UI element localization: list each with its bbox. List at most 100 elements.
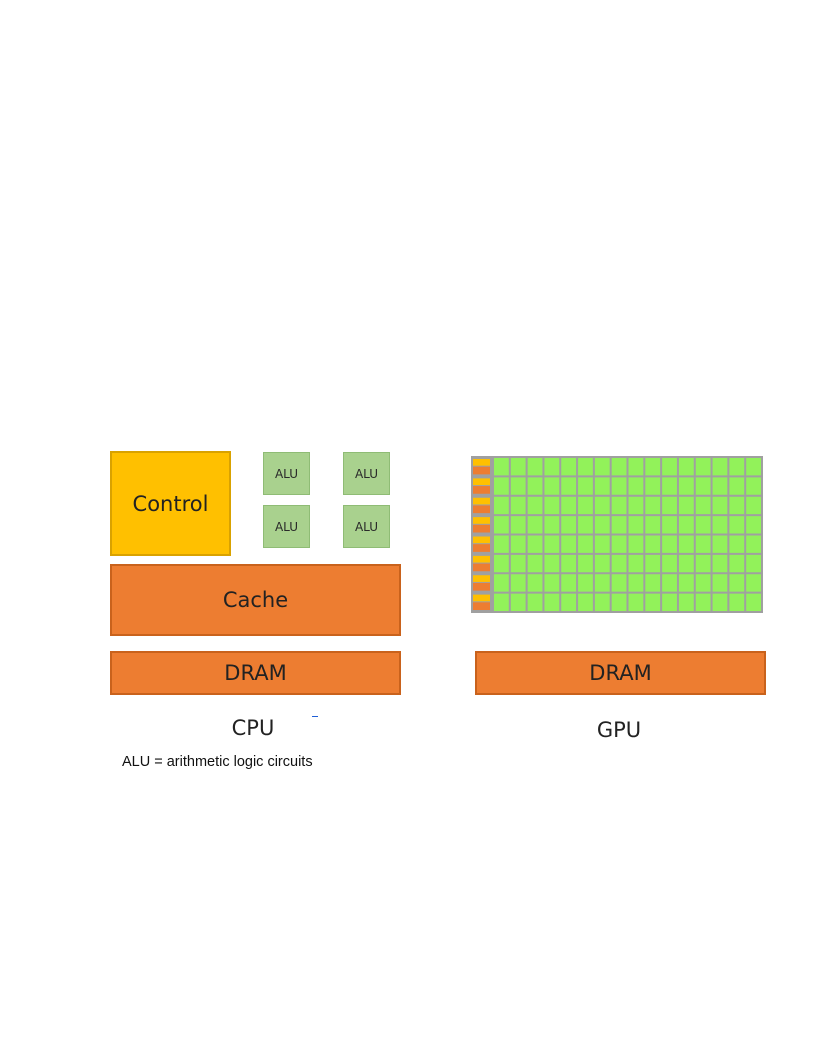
gpu-core-cell	[494, 554, 509, 573]
gpu-core-cell	[746, 554, 761, 573]
gpu-core-cell	[578, 554, 593, 573]
gpu-core-cell	[662, 535, 677, 553]
gpu-core-cell	[645, 593, 661, 612]
gpu-core-cell	[628, 458, 644, 476]
gpu-core-cell	[662, 574, 677, 592]
gpu-core-cell	[544, 496, 560, 515]
gpu-core-cell	[695, 593, 711, 612]
gpu-core-cell	[645, 458, 661, 476]
gpu-control-unit	[473, 497, 490, 505]
gpu-core-cell	[695, 496, 711, 515]
gpu-core-cell	[527, 593, 543, 612]
gpu-core-cell	[527, 458, 543, 476]
gpu-core-cell	[662, 554, 677, 573]
gpu-core-cell	[578, 477, 593, 495]
gpu-core-cell	[678, 535, 694, 553]
gpu-core-cell	[662, 593, 677, 612]
gpu-core-cell	[746, 535, 761, 553]
gpu-core-cell	[578, 535, 593, 553]
gpu-core-cell	[645, 535, 661, 553]
gpu-core-cell	[645, 477, 661, 495]
gpu-core-grid	[471, 456, 763, 613]
gpu-core-cell	[695, 477, 711, 495]
gpu-core-cell	[611, 535, 627, 553]
gpu-core-cell	[578, 496, 593, 515]
gpu-core-cell	[544, 516, 560, 534]
gpu-core-cell	[662, 477, 677, 495]
gpu-core-cell	[662, 458, 677, 476]
gpu-core-cell	[561, 477, 577, 495]
gpu-core-cell	[544, 554, 560, 573]
gpu-core-cell	[611, 516, 627, 534]
gpu-core-cell	[695, 554, 711, 573]
gpu-core-cell	[729, 458, 745, 476]
gpu-core-cell	[578, 516, 593, 534]
gpu-control-unit	[473, 478, 490, 486]
gpu-cache-unit	[473, 544, 490, 552]
gpu-caption: GPU	[596, 718, 642, 742]
gpu-core-cell	[628, 516, 644, 534]
cpu-alu-block: ALU	[343, 505, 390, 548]
gpu-core-cell	[561, 554, 577, 573]
gpu-control-unit	[473, 536, 490, 544]
gpu-core-cell	[729, 496, 745, 515]
gpu-core-cell	[561, 593, 577, 612]
gpu-core-cell	[712, 593, 728, 612]
gpu-core-cell	[628, 554, 644, 573]
gpu-core-cell	[561, 535, 577, 553]
gpu-core-cell	[746, 458, 761, 476]
alu-definition-note: ALU = arithmetic logic circuits	[122, 754, 313, 770]
gpu-core-cell	[746, 496, 761, 515]
gpu-core-cell	[494, 574, 509, 592]
gpu-core-cell	[594, 516, 610, 534]
gpu-core-cell	[510, 516, 526, 534]
gpu-control-unit	[473, 459, 490, 466]
gpu-core-cell	[494, 593, 509, 612]
gpu-core-cell	[494, 458, 509, 476]
gpu-core-cell	[561, 496, 577, 515]
gpu-control-unit	[473, 555, 490, 563]
gpu-core-cell	[527, 574, 543, 592]
gpu-core-cell	[544, 535, 560, 553]
gpu-core-cell	[678, 516, 694, 534]
gpu-core-cell	[510, 593, 526, 612]
gpu-cache-unit	[473, 524, 490, 533]
gpu-core-cell	[746, 574, 761, 592]
gpu-core-cell	[729, 574, 745, 592]
gpu-core-cell	[561, 574, 577, 592]
gpu-core-cell	[494, 496, 509, 515]
gpu-core-cell	[746, 477, 761, 495]
gpu-core-cell	[628, 593, 644, 612]
gpu-core-cell	[678, 477, 694, 495]
gpu-core-cell	[527, 496, 543, 515]
gpu-core-cell	[510, 458, 526, 476]
gpu-core-cell	[678, 458, 694, 476]
gpu-cache-unit	[473, 505, 490, 514]
gpu-core-cell	[746, 593, 761, 612]
empty-link[interactable]	[312, 716, 318, 717]
gpu-core-cell	[527, 535, 543, 553]
gpu-core-cell	[695, 574, 711, 592]
gpu-core-cell	[729, 593, 745, 612]
gpu-cache-unit	[473, 486, 490, 494]
gpu-core-cell	[678, 496, 694, 515]
gpu-core-cell	[544, 574, 560, 592]
gpu-core-cell	[578, 593, 593, 612]
gpu-core-cell	[510, 574, 526, 592]
gpu-control-unit	[473, 594, 490, 602]
gpu-core-cell	[594, 477, 610, 495]
gpu-core-cell	[561, 516, 577, 534]
gpu-core-cell	[628, 535, 644, 553]
gpu-core-cell	[527, 516, 543, 534]
gpu-control-unit	[473, 575, 490, 582]
gpu-core-cell	[544, 593, 560, 612]
gpu-core-cell	[527, 477, 543, 495]
gpu-core-cell	[645, 554, 661, 573]
gpu-core-cell	[510, 535, 526, 553]
gpu-core-cell	[662, 496, 677, 515]
gpu-core-cell	[645, 516, 661, 534]
gpu-core-cell	[611, 554, 627, 573]
gpu-core-cell	[594, 574, 610, 592]
gpu-core-cell	[578, 574, 593, 592]
gpu-core-cell	[729, 535, 745, 553]
